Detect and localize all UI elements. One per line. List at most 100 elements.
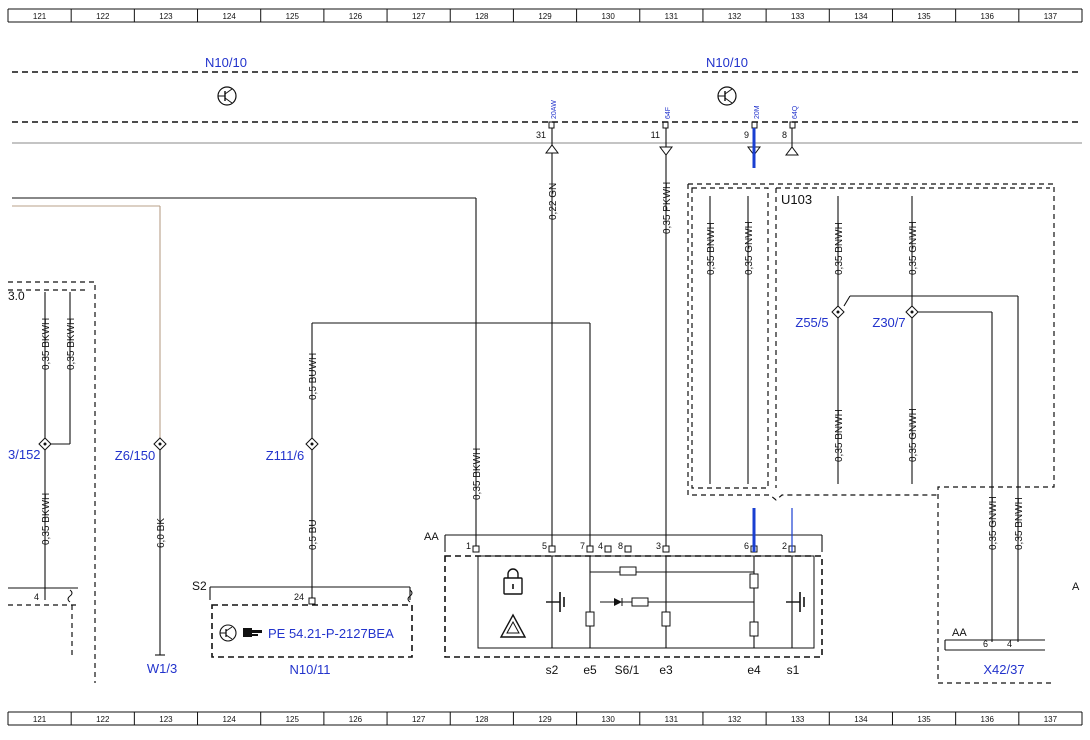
wire-label-gn: 0,22 GN [548,183,559,220]
wire-label-bkwh-c: 0,35 BKWH [41,493,52,545]
pin-number-11: 11 [651,130,660,140]
terminal-e5: e5 [583,663,597,677]
grid-column-label: 131 [665,715,679,724]
grid-column-label: 121 [33,12,47,21]
wire-label-bnwh-4: 0,35 BNWH [1014,497,1025,550]
grid-column-label: 127 [412,715,426,724]
connector-pin [586,545,594,553]
wire-label-bk: 6,0 BK [156,518,167,548]
terminal-e4: e4 [747,663,761,677]
grid-column-label: 132 [728,715,742,724]
grid-column-label: 131 [665,12,679,21]
aa-pin-number: 1 [466,541,471,551]
grid-column-label: 123 [159,715,173,724]
u103-label: U103 [781,192,812,207]
lock-icon [503,568,523,595]
pushbutton-icon [546,592,565,612]
grid-column-label: 134 [854,12,868,21]
connector-pin [662,545,670,553]
grid-column-label: 137 [1044,715,1058,724]
z6-label: Z6/150 [115,448,155,463]
terminal-s2: s2 [546,663,559,677]
wire-label-gnwh-3: 0,35 GNWH [908,408,919,462]
grid-column-label: 135 [917,12,931,21]
grid-column-label: 136 [981,715,995,724]
terminal-s1: s1 [787,663,800,677]
bus-pins: 20AW 31 64F 11 20M 9 64Q 8 [536,100,799,140]
wire-label-bnwh-2: 0,35 BNWH [834,222,845,275]
connector-pin [604,545,612,553]
transistor-icon [219,624,237,642]
pushbutton-icon [786,592,805,612]
left-module-fragment: 3.0 [8,289,25,303]
grid-column-label: 125 [286,715,300,724]
s2-pin-24: 24 [294,592,304,602]
z6-splice: Z6/150 6,0 BK W1/3 [115,437,177,676]
left-splice-label: 3/152 [8,447,41,462]
n10-11-module: S2 24 PE 54.21-P-2127BEA N10/11 [192,579,413,677]
left-pin-4: 4 [34,592,39,602]
aa-main-label: AA [424,531,439,543]
hazard-warning-icon [499,613,527,638]
connector-pin [548,545,556,553]
grid-column-label: 123 [159,12,173,21]
grid-column-label: 127 [412,12,426,21]
wire-label-gnwh-1: 0,35 GNWH [744,221,755,275]
aa-x42-label: AA [952,627,967,639]
grid-column-label: 136 [981,12,995,21]
grid-column-label: 125 [286,12,300,21]
grid-column-label: 134 [854,715,868,724]
n10-10-right-label: N10/10 [706,55,748,70]
pin-code-11: 64F [665,107,672,119]
left-partial-module: 3.0 0,35 BKWH 0,35 BKWH 0,35 BKWH 3/152 … [8,281,96,683]
grid-column-label: 128 [475,12,489,21]
grid-column-label: 130 [601,12,615,21]
grid-column-label: 126 [349,12,363,21]
right-edge-fragment: A [1072,581,1080,593]
n10-10-bus: N10/10 N10/10 [12,55,1082,144]
grid-column-label: 124 [222,12,236,21]
x42-pin-6: 6 [983,639,988,649]
u103-wires: 0,35 BNWH 0,35 GNWH 0,35 BNWH 0,35 GNWH … [706,196,1019,642]
aa-pin-number: 7 [580,541,585,551]
x42-connector: 0,35 GNWH 0,35 BNWH AA 6 4 X42/37 [944,496,1045,677]
aa-pin-number: 5 [542,541,547,551]
transistor-icon [217,86,237,106]
pin-code-8: 64Q [792,105,799,119]
grid-column-label: 122 [96,12,110,21]
wire-label-bnwh-1: 0,35 BNWH [706,222,717,275]
aa-pin-number: 2 [782,541,787,551]
wire-label-bkwh-a: 0,35 BKWH [41,318,52,370]
grid-column-label: 129 [538,12,552,21]
pin-number-31: 31 [536,130,546,140]
grid-column-label: 129 [538,715,552,724]
aa-pin-number: 3 [656,541,661,551]
x42-pin-4: 4 [1007,639,1012,649]
grid-column-label: 135 [917,715,931,724]
grid-column-label: 137 [1044,12,1058,21]
aa-pin-number: 8 [618,541,623,551]
grid-column-label: 133 [791,715,805,724]
wire-label-bnwh-3: 0,35 BNWH [834,409,845,462]
transistor-icon [717,86,737,106]
connector-pin [624,545,632,553]
n10-10-left-label: N10/10 [205,55,247,70]
connector-pin [472,545,480,553]
wire-label-pkwh: 0,35 PKWH [662,182,673,234]
z30-label: Z30/7 [872,315,905,330]
connector-arrows [545,128,799,168]
pin-code-9: 20M [754,105,761,119]
pointing-hand-icon [243,628,262,637]
grid-column-label: 133 [791,12,805,21]
wire-label-gnwh-4: 0,35 GNWH [988,496,999,550]
wire-label-buwh: 0,5 BUWH [308,353,319,400]
w1-label: W1/3 [147,661,177,676]
wire-label-bkwh-b: 0,35 BKWH [66,318,77,370]
wire-label-bkwh-pin1: 0,35 BKWH [472,448,483,500]
grid-column-label: 130 [601,715,615,724]
u103-module: U103 [687,183,1055,684]
